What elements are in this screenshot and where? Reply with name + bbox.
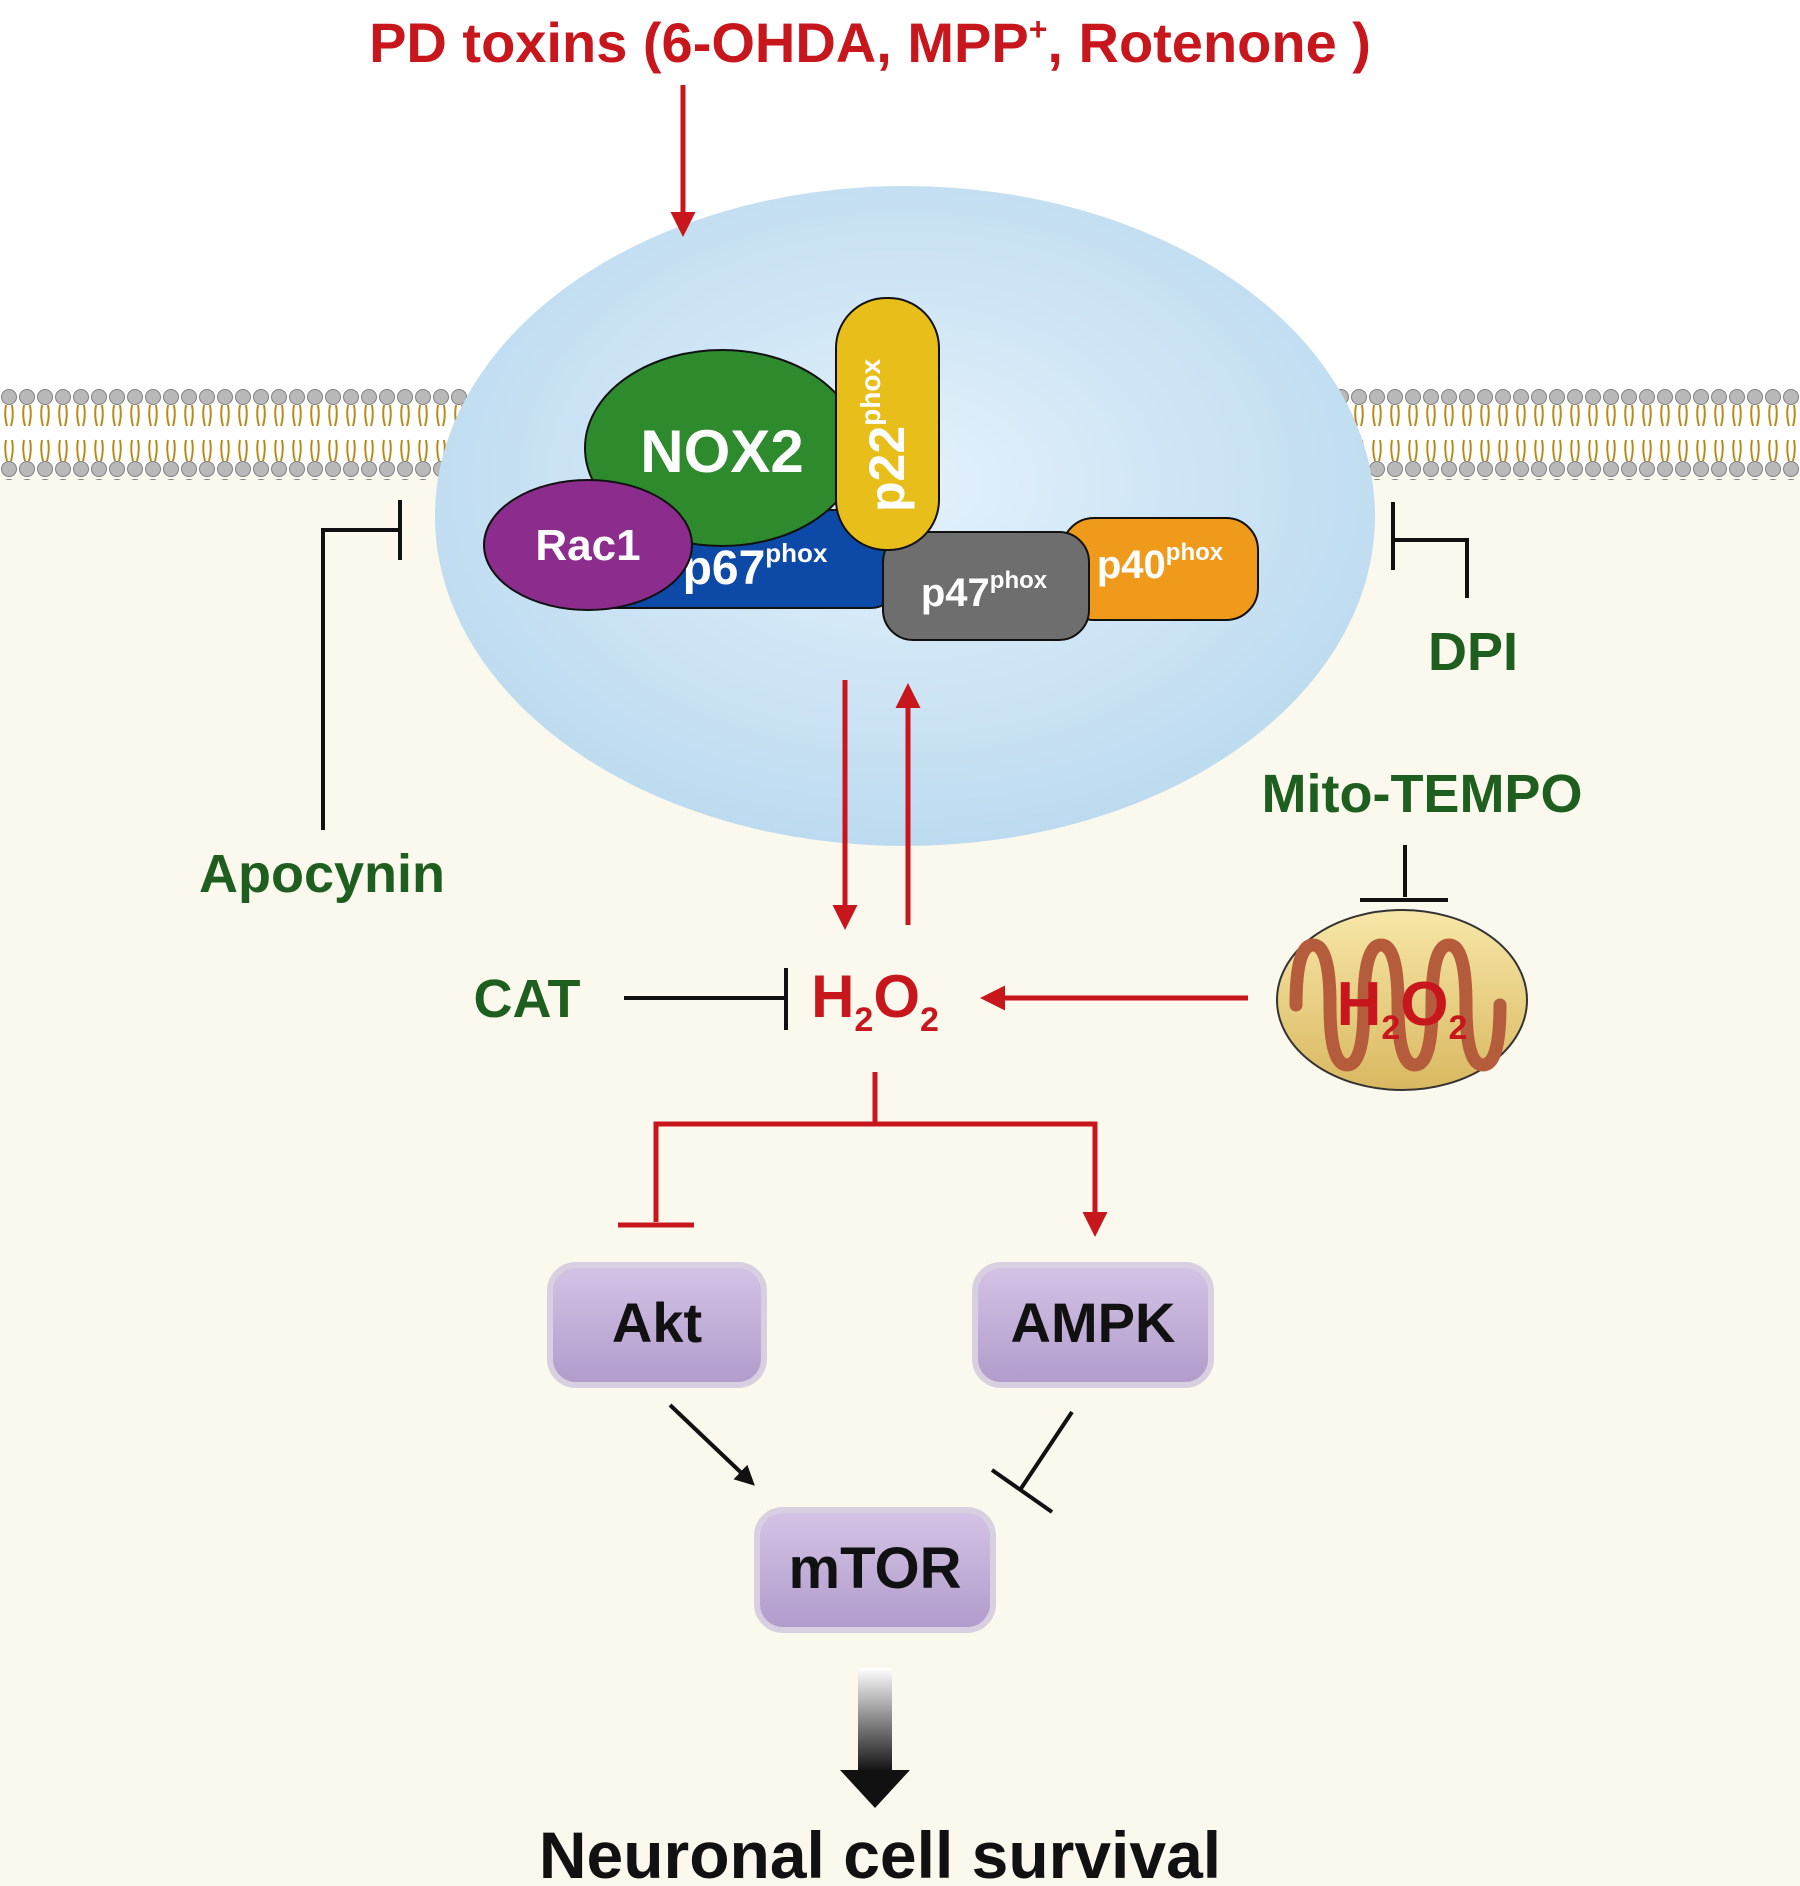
svg-text:p22phox: p22phox <box>855 359 915 512</box>
akt-node: Akt <box>547 1262 767 1388</box>
svg-text:p47phox: p47phox <box>921 567 1048 615</box>
h2o2-central: H2O2 <box>811 963 939 1039</box>
svg-text:Rac1: Rac1 <box>535 521 640 570</box>
p47phox-subunit: p47phox <box>882 531 1090 641</box>
cat-label: CAT <box>474 969 581 1029</box>
svg-text:p67phox: p67phox <box>683 538 828 595</box>
h2o2-ampk-arrow <box>875 1121 1108 1237</box>
ampk-mtor-inhibition-line <box>1018 1410 1074 1492</box>
dpi-label: DPI <box>1428 622 1518 682</box>
svg-text:p40phox: p40phox <box>1097 539 1224 587</box>
h2o2-branch-line <box>653 1072 878 1222</box>
akt-to-mtor-arrow <box>668 1403 755 1486</box>
svg-text:AMPK: AMPK <box>1011 1291 1176 1354</box>
svg-text:mTOR: mTOR <box>789 1536 962 1601</box>
rac1-subunit: Rac1 <box>483 479 693 611</box>
svg-text:H2O2: H2O2 <box>1337 970 1468 1047</box>
ampk-node: AMPK <box>972 1262 1214 1388</box>
outcome-label: Neuronal cell survival <box>539 1818 1221 1886</box>
dpi-inhibition-line <box>1393 538 1469 598</box>
apocynin-label: Apocynin <box>199 844 445 904</box>
mtor-node: mTOR <box>754 1507 996 1633</box>
apocynin-inhibition-line <box>321 528 400 830</box>
svg-text:Akt: Akt <box>612 1291 702 1354</box>
mitochondrion: H2O2 <box>1276 909 1528 1091</box>
svg-text:NOX2: NOX2 <box>640 418 803 485</box>
p40phox-subunit: p40phox <box>1061 517 1259 621</box>
p22phox-subunit: p22phox <box>835 297 940 551</box>
title: PD toxins (6-OHDA, MPP+, Rotenone ) <box>369 11 1371 74</box>
mito-tempo-label: Mito-TEMPO <box>1262 764 1583 824</box>
ampk-mtor-inhibition-bar <box>990 1468 1054 1514</box>
survival-arrow <box>840 1668 910 1808</box>
